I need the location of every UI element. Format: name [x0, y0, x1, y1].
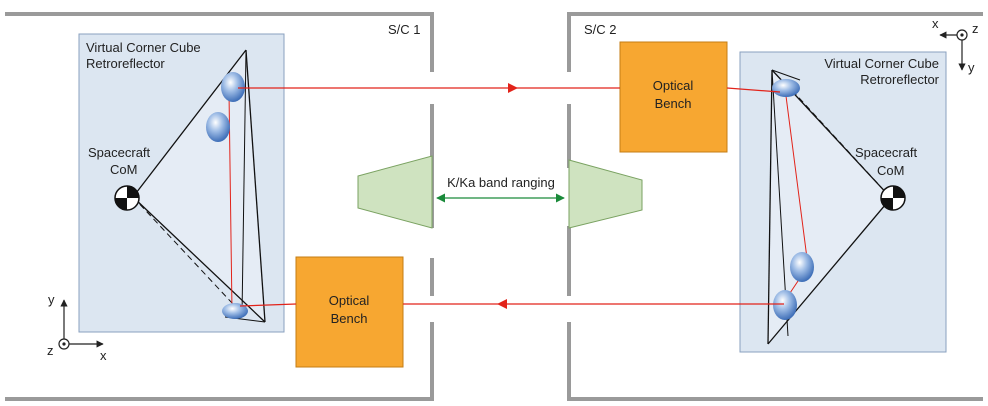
sc2-bench-label-2: Bench — [655, 96, 692, 111]
sc1-axis-z: z — [47, 343, 54, 358]
sc1-com-label-2: CoM — [110, 162, 137, 177]
sc1-optical-bench — [295, 256, 404, 368]
laser-links — [238, 83, 784, 309]
sc2-vccr-subtitle: Retroreflector — [860, 72, 939, 87]
sc1-hull-top — [5, 12, 434, 72]
sc1-cube-shade — [133, 50, 265, 322]
sc2-hull-bottom — [567, 322, 983, 401]
sc2-axis-z: z — [972, 21, 979, 36]
kband-label: K/Ka band ranging — [447, 175, 555, 190]
sc2-com-label-2: CoM — [877, 163, 904, 178]
sc1-mirror-1 — [221, 72, 245, 102]
sc2-hull-top — [567, 12, 983, 72]
sc1-vccr-subtitle: Retroreflector — [86, 56, 165, 71]
sc2-kband-horn — [568, 159, 643, 229]
sc2-cube-edge-bottom — [767, 197, 892, 345]
sc2-com-marker — [880, 185, 906, 211]
sc2-com-label-1: Spacecraft — [855, 145, 918, 160]
sc1-cube-edge-inner — [241, 49, 247, 316]
sc2-cube-edge-left — [767, 69, 773, 345]
spacecraft-1: S/C 1 Virtual Corner Cube Retroreflector… — [5, 12, 434, 401]
forward-beam-arrow — [508, 83, 518, 93]
sc1-axis-y: y — [48, 292, 55, 307]
sc1-axis-x: x — [100, 348, 107, 363]
sc2-cube-edge-dashed — [789, 87, 892, 199]
sc1-com-label-1: Spacecraft — [88, 145, 151, 160]
sc1-mirror-3 — [222, 303, 248, 319]
sc2-mirror-2 — [790, 252, 814, 282]
spacecraft-2: S/C 2 Virtual Corner Cube Retroreflector… — [567, 12, 983, 401]
sc1-cube-edge-dashed — [132, 196, 234, 305]
sc2-bench-to-cube-beam — [726, 87, 781, 93]
sc1-mirror-2 — [206, 112, 230, 142]
sc1-bench-label-1: Optical — [329, 293, 370, 308]
sc1-kband-horn — [357, 155, 433, 229]
sc2-vccr-title: Virtual Corner Cube — [824, 56, 939, 71]
sc1-vccr-title: Virtual Corner Cube — [86, 40, 201, 55]
sc2-bench-label-1: Optical — [653, 78, 694, 93]
sc1-cube-edge-bottom — [132, 196, 266, 323]
sc1-bench-label-2: Bench — [331, 311, 368, 326]
sc2-optical-bench — [619, 41, 728, 153]
kband-link: K/Ka band ranging — [357, 155, 643, 229]
sc1-bench-to-cube-beam — [239, 303, 297, 307]
sc2-mirror-1 — [772, 79, 800, 97]
return-beam-arrow — [497, 299, 507, 309]
sc1-cube-edge-right — [245, 49, 266, 323]
sc1-com-marker — [114, 185, 140, 211]
sc1-label: S/C 1 — [388, 22, 421, 37]
sc2-axes: x y z — [932, 16, 979, 75]
sc2-axis-y: y — [968, 60, 975, 75]
sc2-axis-x: x — [932, 16, 939, 31]
sc2-mirror-3 — [773, 290, 797, 320]
sc2-cube-edge-inner2 — [771, 69, 801, 81]
sc1-hull-bottom — [5, 322, 434, 401]
sc2-label: S/C 2 — [584, 22, 617, 37]
sc1-axes: y x z — [47, 292, 107, 363]
